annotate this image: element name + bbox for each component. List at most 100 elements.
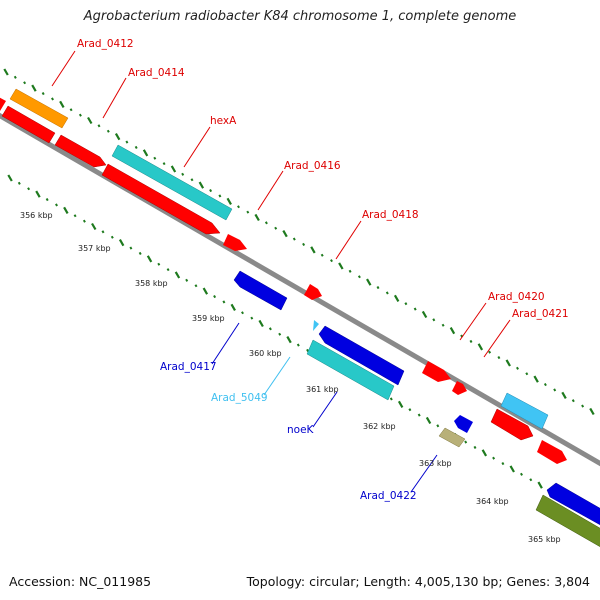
tick-mark [413, 307, 417, 311]
label-noeK[interactable]: noeK [287, 424, 315, 436]
scale-label: 365 kbp [528, 535, 561, 544]
tick-mark [241, 311, 244, 315]
label-arad0421[interactable]: Arad_0421 [512, 308, 569, 320]
label-arad0412[interactable]: Arad_0412 [77, 38, 134, 50]
tick-mark [492, 456, 496, 460]
tick-mark [376, 286, 380, 290]
feature-blue-noeK[interactable] [318, 325, 405, 386]
tick-mark [497, 356, 501, 360]
scale-label: 360 kbp [249, 349, 282, 358]
feature-cyan-hexA[interactable] [111, 144, 233, 221]
tick-mark [425, 416, 432, 425]
tick-mark [51, 97, 54, 101]
genome-backbone [0, 112, 600, 467]
tick-mark [157, 262, 161, 266]
leader-arad0422 [410, 454, 438, 493]
tick-mark [338, 262, 344, 270]
leader-arad0417 [211, 322, 240, 365]
feature-red-arad0414b[interactable] [54, 134, 107, 168]
feature-red-arad0421[interactable] [452, 381, 467, 395]
feature-red-left-edge[interactable] [0, 95, 6, 111]
label-arad0416[interactable]: Arad_0416 [284, 160, 341, 172]
feature-red-arad0420[interactable] [422, 361, 451, 382]
tick-mark [13, 75, 17, 79]
tick-mark [408, 408, 412, 412]
tick-mark [302, 242, 306, 246]
tick-mark [488, 350, 492, 354]
tick-mark [181, 172, 185, 176]
tick-mark [286, 336, 292, 344]
feature-red-hexA[interactable] [101, 163, 221, 235]
tick-mark [7, 174, 13, 182]
tick-mark [23, 81, 27, 85]
tick-mark [464, 440, 468, 444]
tick-mark [45, 198, 49, 202]
feature-cyan-noeK[interactable] [306, 339, 395, 401]
label-hexA[interactable]: hexA [210, 115, 237, 127]
tick-mark [162, 162, 166, 166]
tick-mark [509, 465, 515, 473]
tick-mark [114, 133, 121, 141]
tick-mark [101, 230, 105, 234]
feature-green-right[interactable] [535, 494, 600, 549]
label-arad0420[interactable]: Arad_0420 [488, 291, 545, 303]
tick-mark [110, 235, 114, 239]
label-arad0417[interactable]: Arad_0417 [160, 361, 217, 373]
feature-lightblue-right[interactable] [500, 392, 549, 430]
tick-mark [553, 388, 557, 392]
inner-tick-row [7, 174, 599, 522]
feature-blue-arad0417[interactable] [233, 270, 288, 311]
feature-red-arad0416[interactable] [223, 234, 247, 251]
tick-mark [166, 268, 170, 272]
tick-mark [505, 359, 511, 367]
feature-blue-right[interactable] [546, 482, 600, 527]
tick-mark [417, 413, 421, 417]
genome-info-text: Topology: circular; Length: 4,005,130 bp… [246, 574, 590, 589]
feature-red-arad0418[interactable] [304, 284, 322, 300]
tick-mark [174, 271, 181, 279]
leader-noeK [312, 391, 338, 428]
tick-mark [87, 116, 93, 125]
tick-mark [310, 246, 316, 254]
label-arad0414[interactable]: Arad_0414 [128, 67, 185, 79]
feature-orange-arad0412[interactable] [9, 88, 69, 129]
label-arad0418[interactable]: Arad_0418 [362, 209, 419, 221]
tick-mark [529, 478, 533, 482]
tick-mark [59, 100, 65, 108]
scale-label: 361 kbp [306, 385, 339, 394]
leader-arad5049 [263, 356, 291, 396]
tick-mark [254, 213, 260, 222]
tick-mark [516, 366, 519, 370]
tick-mark [258, 319, 264, 328]
tick-mark [561, 391, 567, 399]
forward-leader-lines [51, 50, 511, 358]
tick-mark [129, 246, 133, 250]
page-title: Agrobacterium radiobacter K84 chromosome… [83, 9, 517, 24]
tick-mark [222, 300, 226, 304]
tick-mark [481, 449, 488, 457]
tick-mark [537, 481, 543, 489]
tick-mark [185, 278, 189, 282]
tick-mark [125, 140, 129, 144]
tick-mark [63, 206, 69, 214]
tick-mark [330, 259, 333, 263]
feature-red-arad0414[interactable] [1, 105, 56, 144]
feature-olive-arad0422[interactable] [438, 427, 466, 448]
feature-red-right2[interactable] [537, 440, 567, 464]
tick-mark [213, 295, 217, 299]
tick-mark [525, 372, 529, 376]
tick-mark [449, 327, 456, 335]
label-arad5049[interactable]: Arad_5049 [211, 392, 268, 404]
tick-mark [153, 156, 157, 160]
feature-red-right1[interactable] [490, 408, 534, 441]
feature-blue-arad0422a[interactable] [454, 415, 473, 433]
tick-mark [198, 181, 205, 189]
tick-mark [73, 214, 77, 218]
tick-mark [31, 84, 37, 92]
label-arad0422[interactable]: Arad_0422 [360, 490, 417, 502]
feature-lightblue-arad5049[interactable] [313, 320, 319, 331]
tick-mark [366, 278, 372, 286]
tick-mark [106, 129, 110, 133]
